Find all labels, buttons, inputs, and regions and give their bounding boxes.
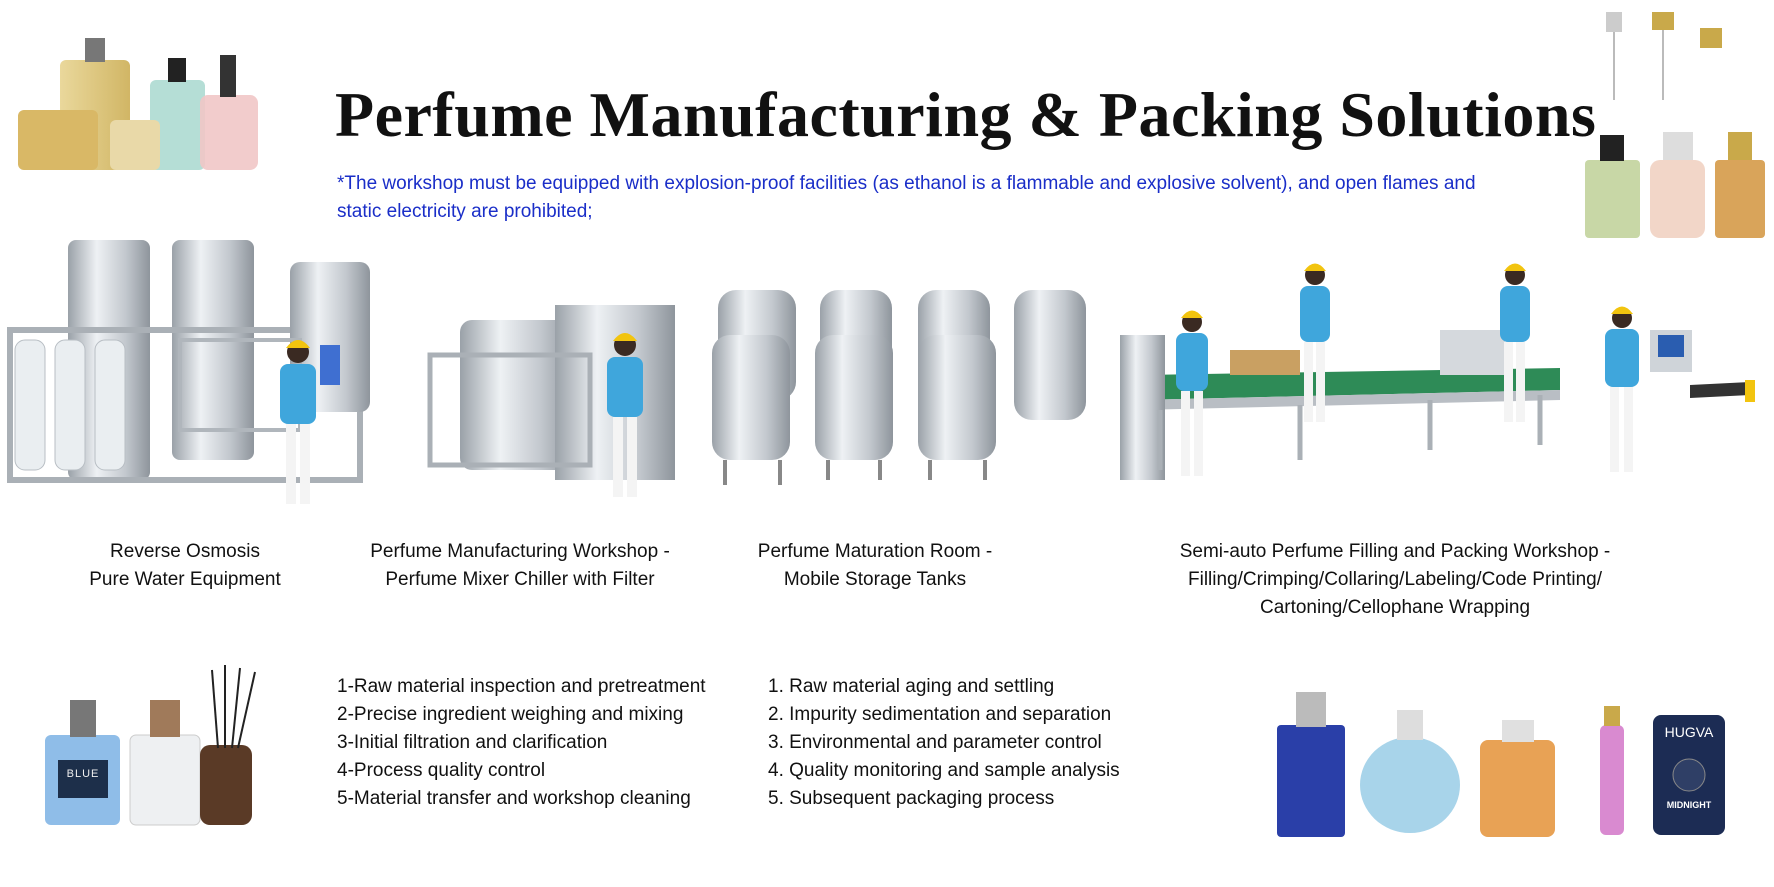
worker-figure [1605, 306, 1639, 472]
worker-figure [1500, 263, 1530, 422]
perfume-bottles-top-left [18, 38, 258, 170]
hugva-midnight-label: MIDNIGHT [1666, 800, 1712, 810]
caption-maturation-room: Perfume Maturation Room -Mobile Storage … [757, 541, 993, 590]
filling-packing-line [1120, 330, 1755, 480]
mobile-storage-tanks [712, 290, 1086, 485]
list-item: 3. Environmental and parameter control [768, 732, 1102, 753]
list-item: 2. Impurity sedimentation and separation [768, 704, 1112, 725]
manufacturing-steps-list: 1-Raw material inspection and pretreatme… [337, 673, 706, 813]
list-item: 4-Process quality control [337, 760, 546, 781]
perfume-products-bottom-left [45, 665, 256, 826]
list-item: 4. Quality monitoring and sample analysi… [768, 760, 1120, 781]
page-title: Perfume Manufacturing & Packing Solution… [335, 79, 1597, 150]
maturation-steps-list: 1. Raw material aging and settling 2. Im… [768, 673, 1120, 813]
list-item: 5. Subsequent packaging process [768, 788, 1055, 809]
blue-bottle-label: BLUE [66, 768, 100, 780]
list-item: 3-Initial filtration and clarification [337, 732, 608, 753]
perfume-bottles-top-right [1585, 12, 1765, 238]
worker-figure [1300, 263, 1330, 422]
list-item: 1-Raw material inspection and pretreatme… [337, 676, 706, 697]
worker-figure [607, 333, 643, 497]
safety-note: *The workshop must be equipped with expl… [337, 173, 1476, 222]
caption-filling-packing: Semi-auto Perfume Filling and Packing Wo… [1179, 541, 1611, 618]
list-item: 2-Precise ingredient weighing and mixing [337, 704, 684, 725]
worker-figure [1176, 310, 1208, 476]
perfume-products-bottom-right [1277, 692, 1725, 837]
list-item: 5-Material transfer and workshop cleanin… [337, 788, 691, 809]
caption-mixer-chiller: Perfume Manufacturing Workshop -Perfume … [370, 541, 670, 590]
workers [280, 263, 1639, 504]
worker-figure [280, 340, 316, 504]
hugva-brand-label: HUGVA [1664, 724, 1714, 740]
reverse-osmosis-equipment [7, 240, 370, 483]
list-item: 1. Raw material aging and settling [768, 676, 1055, 697]
